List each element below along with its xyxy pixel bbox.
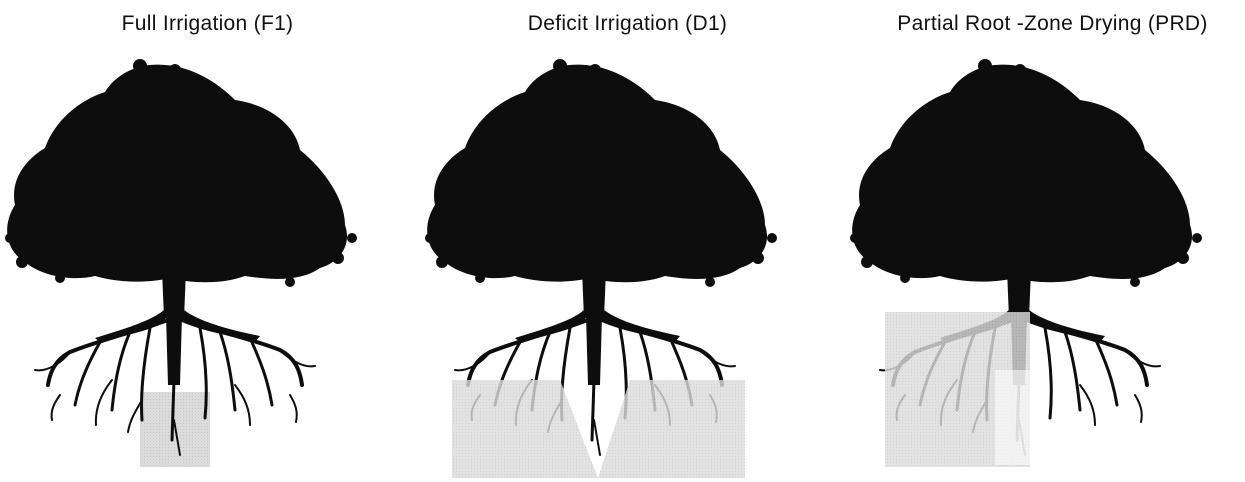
tree-canopy-trunk bbox=[425, 59, 777, 385]
wet-zone-inner bbox=[995, 370, 1045, 465]
panel-full-irrigation: Full Irrigation (F1) bbox=[0, 0, 415, 482]
panel-deficit-irrigation: Deficit Irrigation (D1) bbox=[420, 0, 835, 482]
tree-deficit-irrigation bbox=[420, 0, 835, 482]
wet-zone bbox=[452, 380, 745, 478]
tree-full-irrigation bbox=[0, 0, 415, 482]
panel-partial-root-zone-drying: Partial Root -Zone Drying (PRD) bbox=[845, 0, 1245, 482]
tree-partial-root-zone-drying bbox=[845, 0, 1245, 482]
tree-canopy-trunk bbox=[5, 59, 357, 385]
